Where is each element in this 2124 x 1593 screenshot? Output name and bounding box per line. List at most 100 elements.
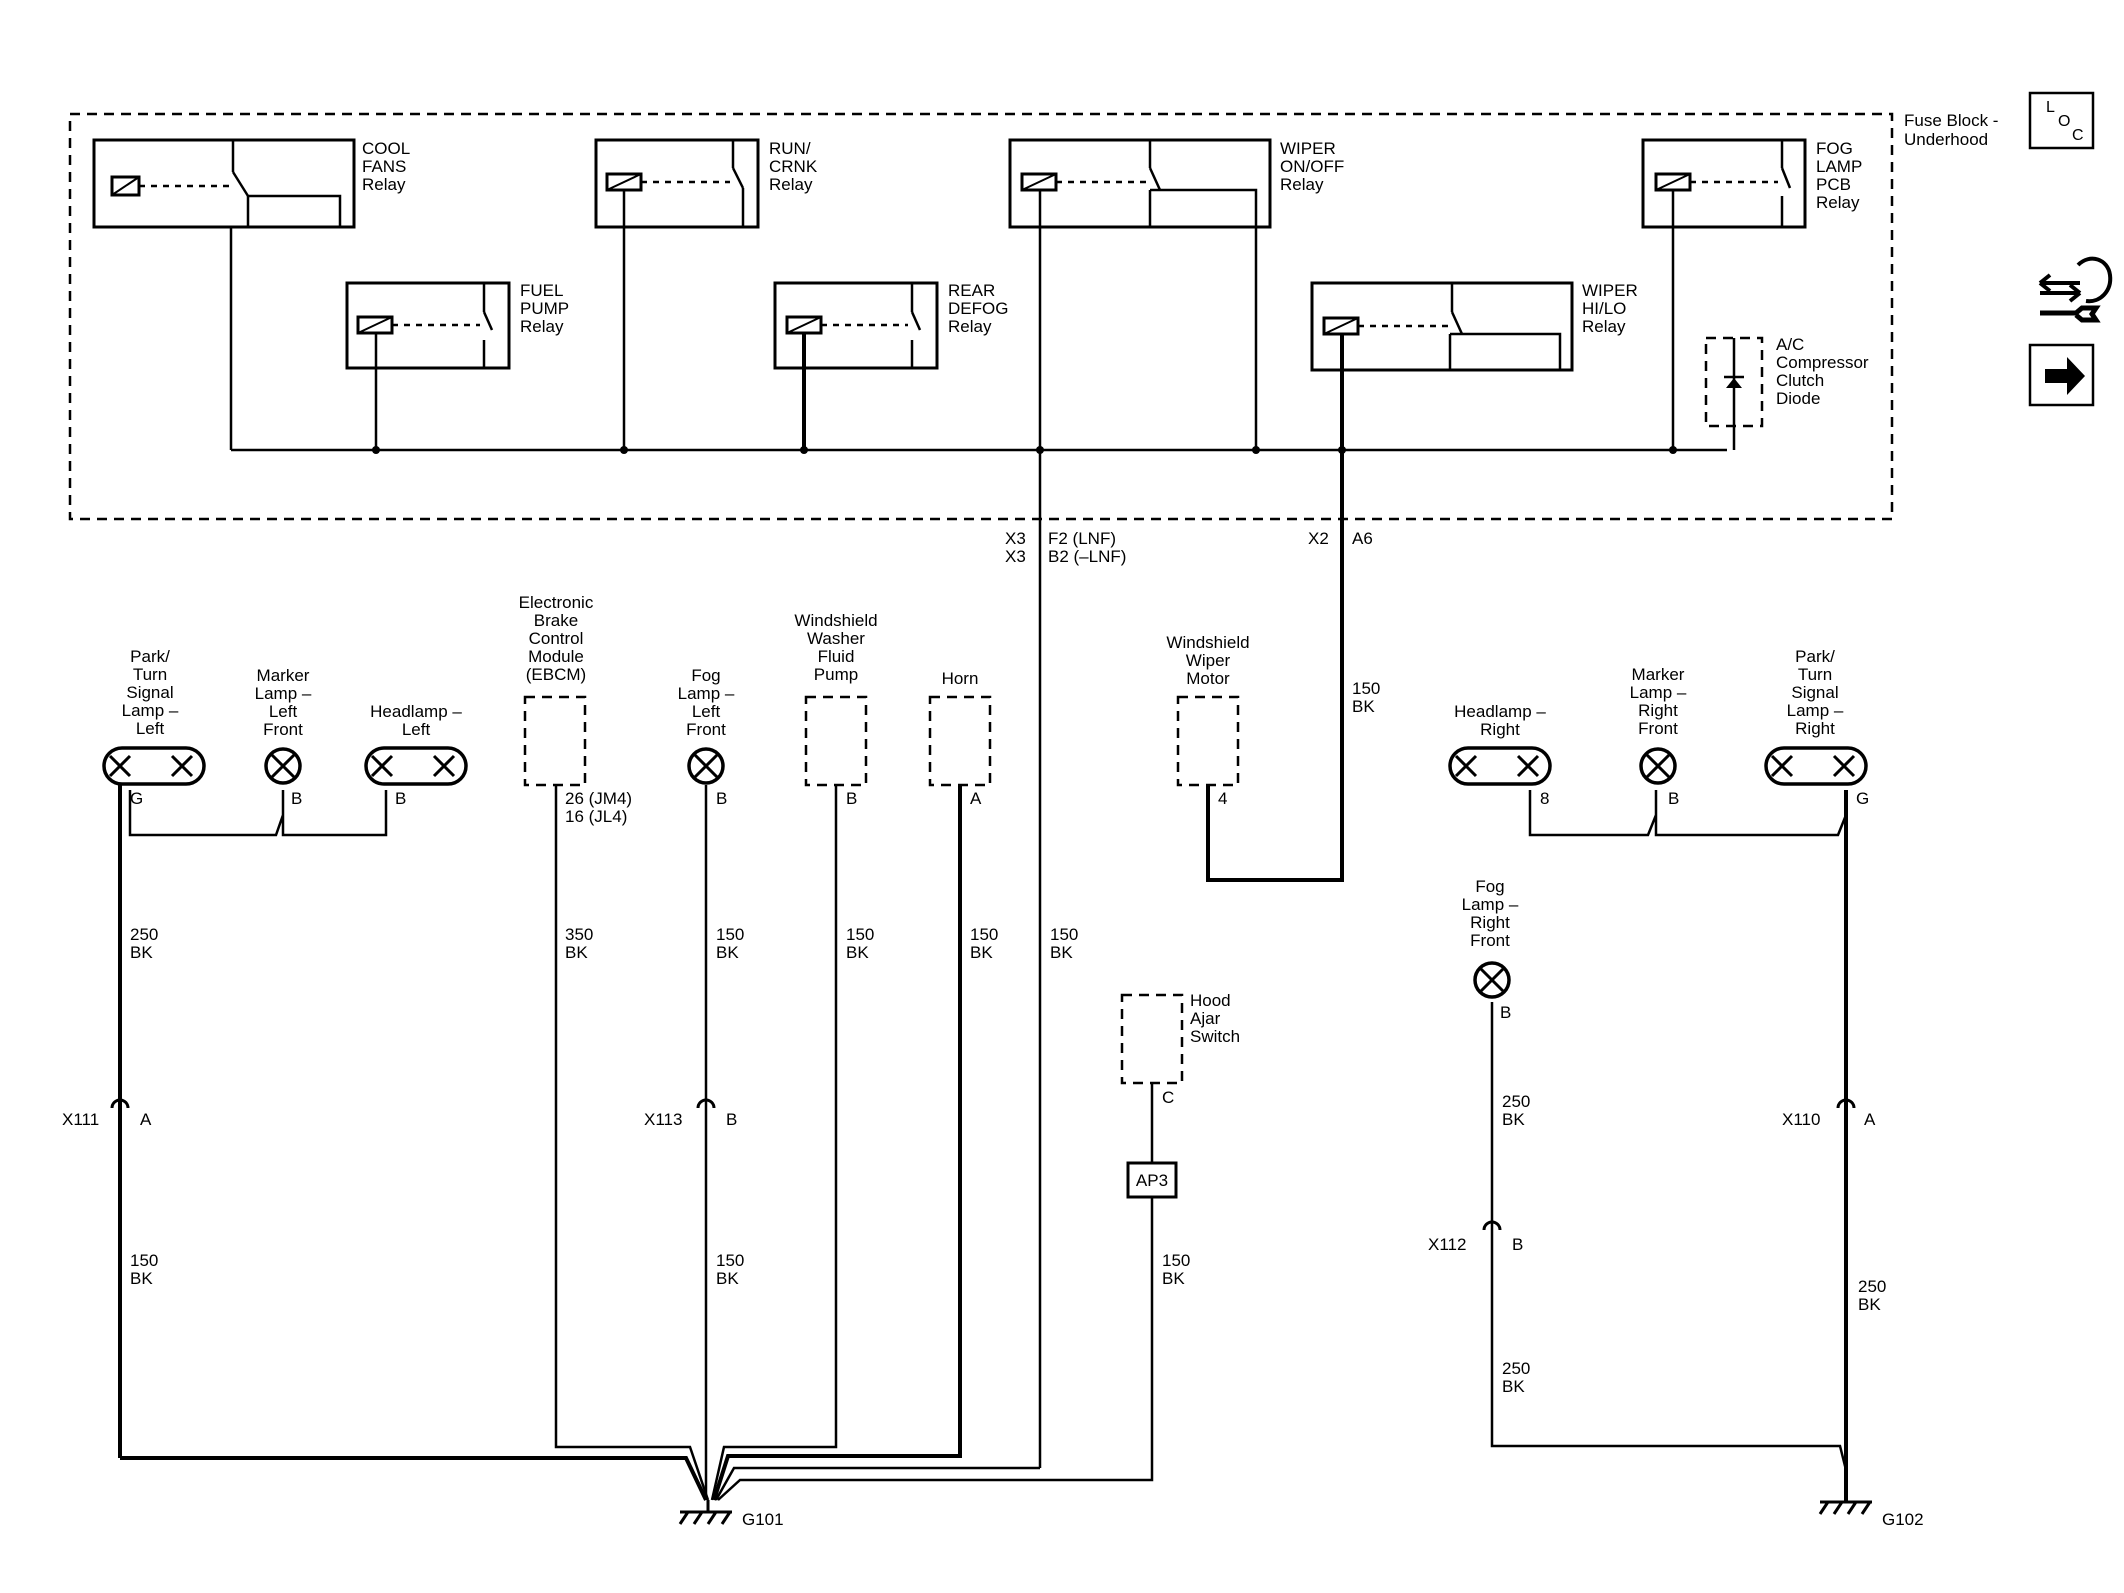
svg-text:A: A [970,789,982,808]
svg-text:BK: BK [1502,1110,1525,1129]
wire-left-lamps-jumper [128,790,388,837]
svg-text:Compressor: Compressor [1776,353,1869,372]
svg-text:BK: BK [716,943,739,962]
ground-g101: G101 [678,1500,784,1529]
wire-ebcm-ground [554,785,710,1501]
svg-text:CRNK: CRNK [769,157,818,176]
svg-text:G: G [1856,789,1869,808]
park-turn-lamp-left: Park/ Turn Signal Lamp – Left G [102,647,206,808]
svg-text:Relay: Relay [1816,193,1860,212]
svg-text:Relay: Relay [948,317,992,336]
svg-text:Module: Module [528,647,584,666]
service-info-icon[interactable] [2038,256,2113,323]
svg-text:O: O [2058,113,2070,130]
svg-text:Relay: Relay [362,175,406,194]
wire-left-ground-bus [120,1456,708,1501]
next-page-arrow-icon[interactable] [2028,343,2095,407]
svg-text:Park/: Park/ [130,647,170,666]
svg-text:150: 150 [1352,679,1380,698]
svg-text:A: A [1864,1110,1876,1129]
run-crnk-relay: RUN/ CRNK Relay [594,138,818,450]
svg-text:BK: BK [1858,1295,1881,1314]
svg-text:X110: X110 [1782,1110,1820,1129]
wire-wiper-motor [1206,450,1344,882]
svg-text:G: G [130,789,143,808]
svg-text:REAR: REAR [948,281,995,300]
fuel-pump-relay: FUEL PUMP Relay [345,281,569,450]
svg-text:Right: Right [1480,720,1520,739]
svg-text:Front: Front [263,720,303,739]
fuse-block-boundary [68,112,1894,521]
svg-text:A6: A6 [1352,529,1373,548]
wire-horn-ground [712,785,962,1501]
headlamp-left: Headlamp – Left B [364,702,468,808]
svg-text:Lamp –: Lamp – [255,684,312,703]
svg-text:250: 250 [1502,1092,1530,1111]
svg-text:Marker: Marker [1632,665,1685,684]
marker-lamp-left-front: Marker Lamp – Left Front B [255,666,312,808]
svg-text:Marker: Marker [257,666,310,685]
svg-text:Headlamp –: Headlamp – [370,702,462,721]
svg-text:Horn: Horn [942,669,979,688]
svg-text:4: 4 [1218,789,1227,808]
svg-text:PCB: PCB [1816,175,1851,194]
wiper-hi-lo-relay: WIPER HI/LO Relay [1310,281,1638,450]
svg-text:Fog: Fog [1475,877,1504,896]
svg-text:Park/: Park/ [1795,647,1835,666]
svg-text:BK: BK [970,943,993,962]
svg-text:Lamp –: Lamp – [1787,701,1844,720]
svg-text:X3: X3 [1005,529,1026,548]
svg-text:LAMP: LAMP [1816,157,1862,176]
connector-x112: X112 B [1428,1220,1523,1254]
svg-text:Right: Right [1638,701,1678,720]
svg-text:B: B [716,789,727,808]
svg-text:FUEL: FUEL [520,281,563,300]
svg-text:Wiper: Wiper [1186,651,1231,670]
svg-text:Front: Front [686,720,726,739]
fuse-block-connector-labels: X3 X3 F2 (LNF) B2 (–LNF) X2 A6 [1005,529,1373,566]
svg-text:Motor: Motor [1186,669,1230,688]
svg-text:Right: Right [1795,719,1835,738]
svg-text:Washer: Washer [807,629,865,648]
svg-text:COOL: COOL [362,139,410,158]
connector-x110: X110 A [1782,1098,1876,1129]
svg-text:(EBCM): (EBCM) [526,665,586,684]
svg-text:X2: X2 [1308,529,1329,548]
svg-text:Hood: Hood [1190,991,1231,1010]
fuse-block-label-2: Underhood [1904,130,1988,149]
svg-text:Windshield: Windshield [1166,633,1249,652]
svg-text:X112: X112 [1428,1235,1466,1254]
marker-lamp-right-front: Marker Lamp – Right Front B [1630,665,1687,808]
wiper-on-off-relay: WIPER ON/OFF Relay [1008,138,1344,450]
svg-text:WIPER: WIPER [1582,281,1638,300]
svg-text:Brake: Brake [534,611,578,630]
fuse-block-label: Fuse Block - [1904,111,1998,130]
svg-text:G102: G102 [1882,1510,1924,1529]
svg-text:150: 150 [1162,1251,1190,1270]
wire-washer-ground [710,785,838,1501]
svg-text:8: 8 [1540,789,1549,808]
svg-text:WIPER: WIPER [1280,139,1336,158]
svg-text:Electronic: Electronic [519,593,594,612]
location-icon[interactable]: L O C [2028,91,2095,150]
svg-text:Lamp –: Lamp – [122,701,179,720]
cool-fans-relay: COOL FANS Relay [92,138,410,450]
svg-text:Pump: Pump [814,665,858,684]
svg-text:X3: X3 [1005,547,1026,566]
svg-text:B: B [1500,1003,1511,1022]
svg-text:B: B [1512,1235,1523,1254]
svg-text:Lamp –: Lamp – [1462,895,1519,914]
svg-text:350: 350 [565,925,593,944]
svg-text:Signal: Signal [1791,683,1838,702]
wire-hood-ground [717,1197,1154,1501]
ap3-splice-pack: AP3 [1126,1161,1178,1199]
fog-lamp-left-front: Fog Lamp – Left Front B [678,666,735,808]
horn: Horn A [928,669,992,808]
svg-text:Fluid: Fluid [818,647,855,666]
fog-lamp-pcb-relay: FOG LAMP PCB Relay [1641,138,1862,450]
svg-text:BK: BK [1050,943,1073,962]
svg-text:C: C [2072,127,2084,144]
svg-text:Right: Right [1470,913,1510,932]
svg-text:FANS: FANS [362,157,406,176]
